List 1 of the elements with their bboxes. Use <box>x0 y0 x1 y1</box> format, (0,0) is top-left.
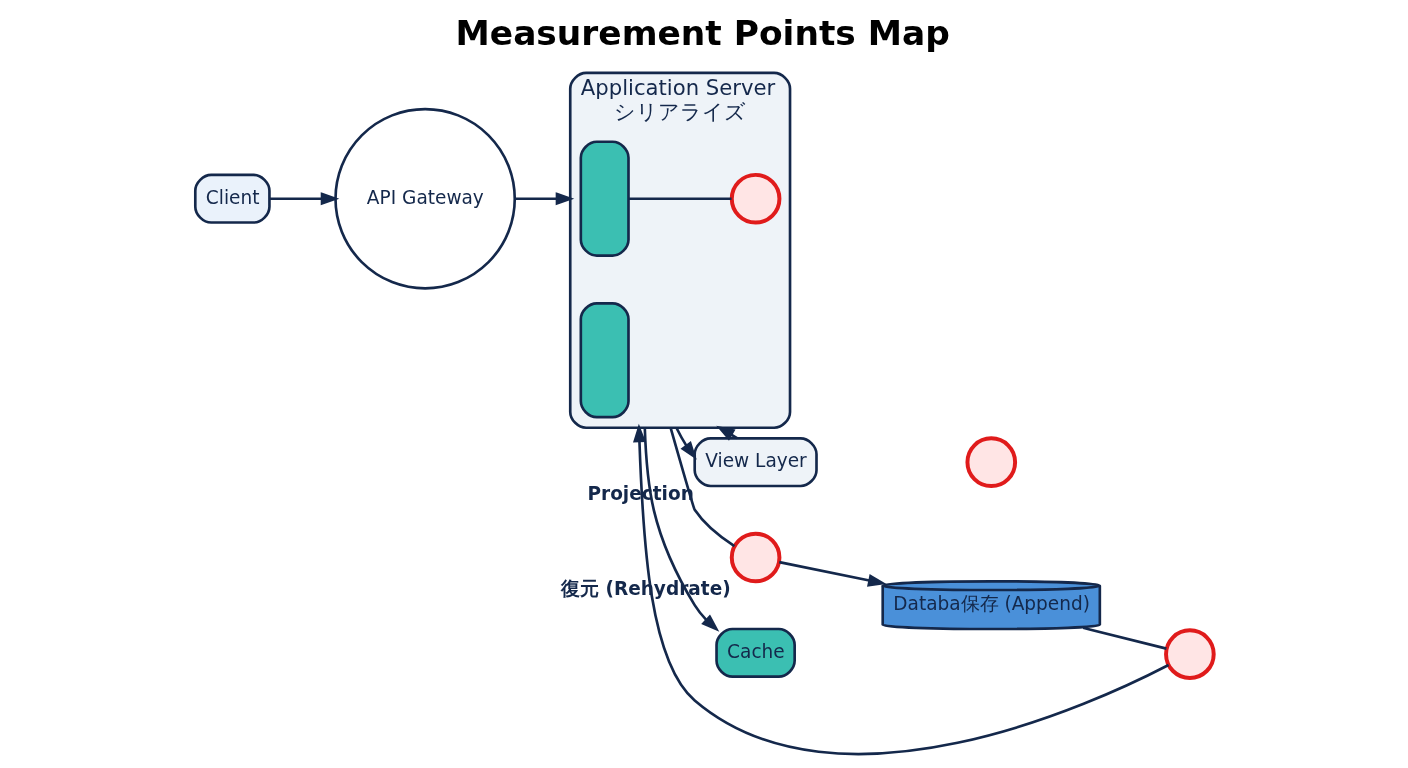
diagram-title: Measurement Points Map <box>455 12 950 53</box>
